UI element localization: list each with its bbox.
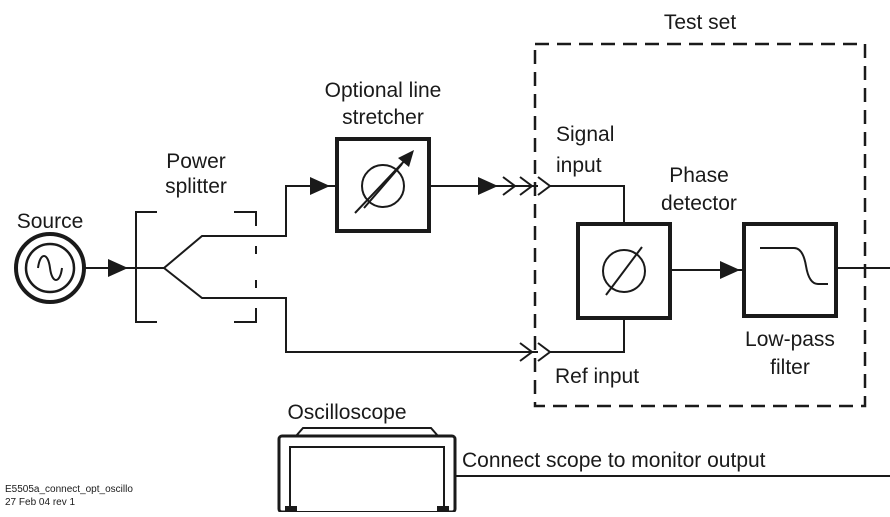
sine-wave-icon	[37, 255, 63, 281]
arrow-right-icon	[108, 259, 128, 277]
signal-input-line	[550, 185, 625, 224]
power-splitter-label-line1: Power	[166, 150, 226, 173]
connector-icon	[502, 176, 517, 196]
connect-scope-label: Connect scope to monitor output	[462, 449, 766, 472]
signal-input-label-line2: input	[556, 154, 602, 177]
power-splitter-label-line2: splitter	[165, 175, 227, 198]
arrow-right-icon	[310, 177, 330, 195]
file-id-label: E5505a_connect_opt_oscillo	[5, 484, 133, 495]
low-pass-label-line2: filter	[770, 356, 810, 379]
phase-detector	[576, 222, 672, 320]
connector-icon	[519, 176, 534, 196]
test-set-label: Test set	[664, 11, 737, 34]
ref-input-label: Ref input	[555, 365, 639, 388]
source-label: Source	[17, 210, 84, 233]
phase-detector-label-line2: detector	[661, 192, 737, 215]
ref-input-connector	[537, 342, 552, 362]
lowpass-response-icon	[760, 247, 828, 285]
adjust-arrow-icon	[398, 150, 414, 167]
oscilloscope-label: Oscilloscope	[287, 401, 406, 424]
low-pass-label-line1: Low-pass	[745, 328, 835, 351]
oscilloscope	[277, 427, 457, 514]
arrow-right-icon	[478, 177, 498, 195]
phase-detector-label-line1: Phase	[669, 164, 729, 187]
ref-input-line	[550, 318, 625, 353]
arrow-right-icon	[720, 261, 740, 279]
source	[14, 232, 86, 304]
test-set-outline	[533, 42, 867, 408]
phase-symbol-icon	[602, 246, 646, 296]
date-rev-label: 27 Feb 04 rev 1	[5, 497, 75, 508]
signal-input-label-line1: Signal	[556, 123, 614, 146]
connector-icon	[519, 342, 534, 362]
line-stretcher-label-line1: Optional line	[325, 79, 442, 102]
power-splitter	[135, 211, 257, 323]
signal-path-line	[256, 185, 336, 237]
low-pass-filter	[742, 222, 838, 318]
signal-input-connector	[537, 176, 552, 196]
line-stretcher-label-line2: stretcher	[342, 106, 424, 129]
line-stretcher	[335, 137, 431, 233]
reference-path-line	[256, 297, 538, 353]
